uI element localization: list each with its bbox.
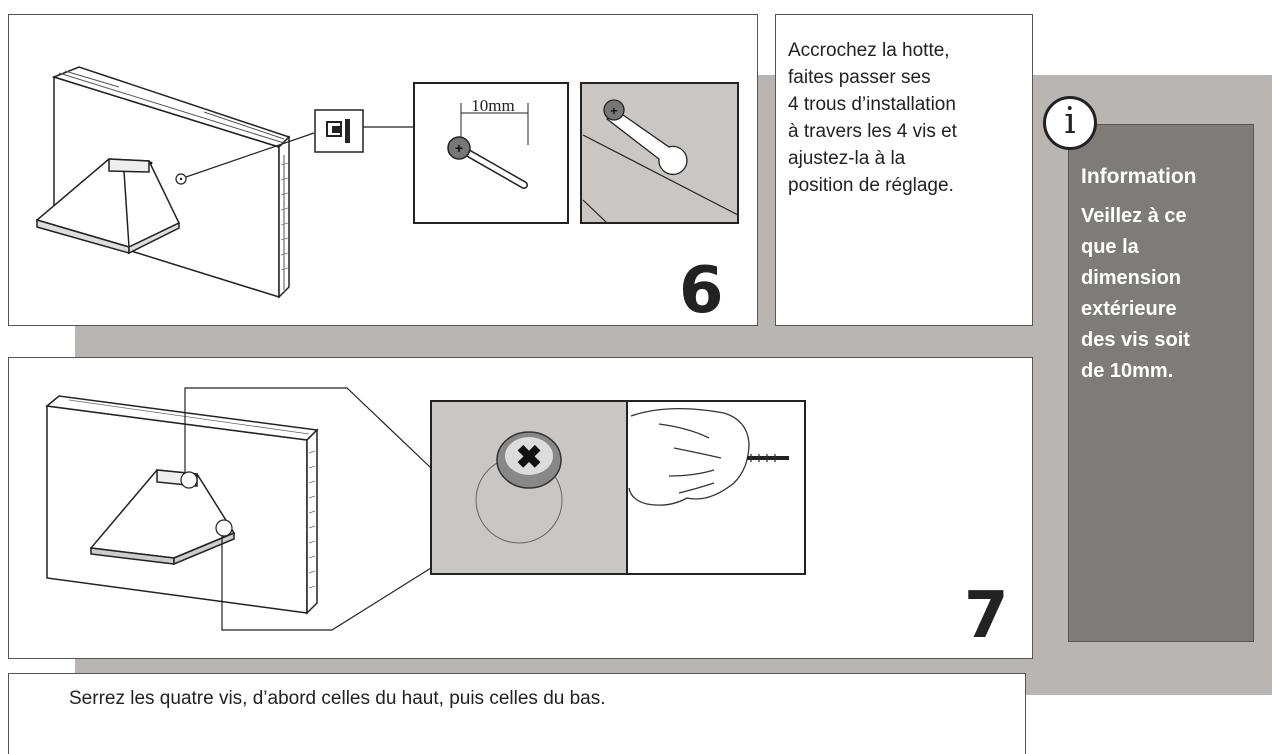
measure-label: 10mm <box>471 96 514 115</box>
screw-head-icon: ✖ <box>475 431 563 544</box>
keyhole-icon: + <box>603 99 688 176</box>
screw-measure-detail <box>413 82 569 224</box>
info-icon-letter: i <box>1064 101 1076 142</box>
step6-line-5: ajustez-la à la <box>788 148 906 169</box>
screw-icon: + <box>447 136 528 189</box>
info-icon: i <box>1043 96 1097 150</box>
svg-text:✖: ✖ <box>516 439 543 475</box>
step6-illustration: 10mm + + <box>35 66 739 299</box>
step7-illustration: ✖ <box>45 387 806 631</box>
step7-number: 7 <box>964 579 1009 653</box>
step7-instruction: Serrez les quatre vis, d’abord celles du… <box>69 688 606 709</box>
step7-text-panel: Serrez les quatre vis, d’abord celles du… <box>8 673 1026 754</box>
information-box: Information Veillez à ce que la dimensio… <box>1068 124 1254 642</box>
step6-line-3: 4 trous d’installation <box>788 94 956 115</box>
hood-drawing <box>35 158 181 255</box>
hand-icon <box>628 408 789 506</box>
step6-line-2: faites passer ses <box>788 67 931 88</box>
info-line-3: dimension <box>1081 267 1182 289</box>
step6-line-1: Accrochez la hotte, <box>788 40 950 61</box>
info-line-2: que la <box>1081 236 1139 258</box>
svg-text:+: + <box>610 104 617 118</box>
svg-text:+: + <box>455 140 463 156</box>
hood-screw-icon <box>326 119 350 143</box>
info-line-5: des vis soit <box>1081 329 1190 351</box>
info-line-4: extérieure <box>1081 298 1177 320</box>
step7-illustration-panel: ✖ 7 <box>8 357 1033 659</box>
step6-line-6: position de réglage. <box>788 175 954 196</box>
information-title: Information <box>1081 165 1197 188</box>
step6-text-panel: Accrochez la hotte, faites passer ses 4 … <box>775 14 1033 326</box>
hand-tightening-detail <box>626 400 806 575</box>
info-line-6: de 10mm. <box>1081 360 1174 382</box>
step6-line-4: à travers les 4 vis et <box>788 121 957 142</box>
step6-illustration-panel: 10mm + + 6 <box>8 14 758 326</box>
step6-number: 6 <box>679 254 724 328</box>
info-line-1: Veillez à ce <box>1081 205 1187 227</box>
